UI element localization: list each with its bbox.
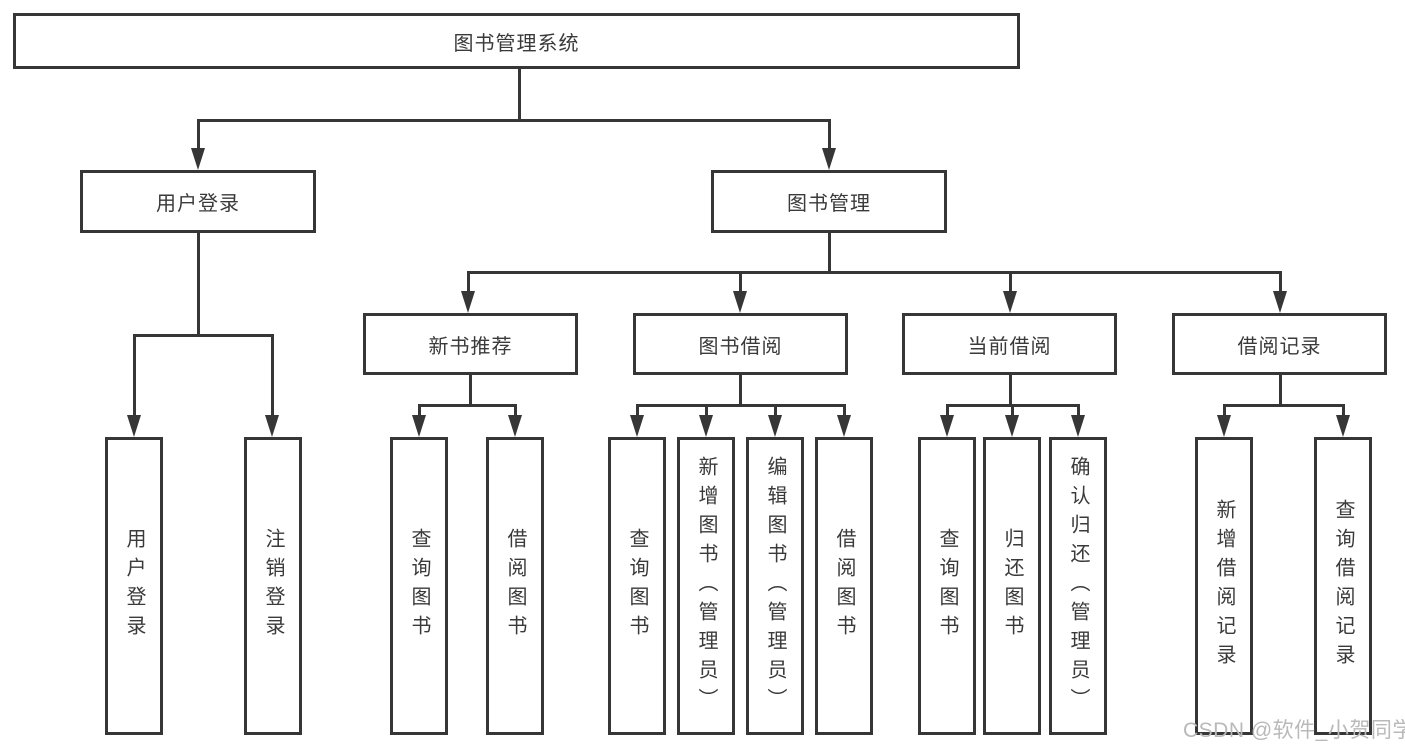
arrowhead-sec2-leaf4 <box>837 415 851 437</box>
arrowhead-book-borrow <box>733 291 747 313</box>
leaf-label: 借阅图书 <box>833 528 855 644</box>
connector-sec1-hbar <box>418 404 517 407</box>
arrowhead-book-management <box>822 148 836 170</box>
leaf-label: 注销登录 <box>262 528 284 644</box>
connector-sec1-drop2 <box>514 404 517 416</box>
connector-sec3-stem <box>1009 375 1012 407</box>
node-label: 当前借阅 <box>967 335 1052 358</box>
arrowhead-sec3-leaf1 <box>940 415 954 437</box>
arrowhead-borrow-records <box>1273 291 1287 313</box>
leaf-label: 查询图书 <box>936 528 958 644</box>
connector-user-login-hbar <box>133 334 274 337</box>
leaf-label: 查询图书 <box>408 528 430 644</box>
node-user-login: 用户登录 <box>80 170 316 233</box>
connector-drop-book-borrow <box>739 271 742 293</box>
arrowhead-current-borrow <box>1003 291 1017 313</box>
connector-sec2-drop1 <box>636 404 639 416</box>
leaf-add-books-admin: 新增图书（管理员） <box>677 437 735 735</box>
arrowhead-sec3-leaf2 <box>1005 415 1019 437</box>
leaf-query-books-recommend: 查询图书 <box>390 437 448 735</box>
leaf-add-borrow-record: 新增借阅记录 <box>1195 437 1253 735</box>
connector-sec3-drop1 <box>946 404 949 416</box>
arrowhead-logout-leaf <box>265 415 279 437</box>
arrowhead-sec4-leaf2 <box>1336 415 1350 437</box>
connector-sec1-drop1 <box>418 404 421 416</box>
arrowhead-new-book <box>461 291 475 313</box>
leaf-label: 查询借阅记录 <box>1332 499 1354 673</box>
arrowhead-sec3-leaf3 <box>1071 415 1085 437</box>
connector-book-mgmt-stem <box>828 233 831 274</box>
leaf-confirm-return-admin: 确认归还（管理员） <box>1049 437 1107 735</box>
connector-sec2-drop3 <box>774 404 777 416</box>
connector-sec4-drop1 <box>1223 404 1226 416</box>
leaf-borrow-books: 借阅图书 <box>815 437 873 735</box>
connector-sec2-stem <box>739 375 742 407</box>
connector-sec3-drop3 <box>1077 404 1080 416</box>
connector-sec4-hbar <box>1223 404 1345 407</box>
arrowhead-login-leaf <box>127 415 141 437</box>
leaf-label: 编辑图书（管理员） <box>764 455 786 717</box>
arrowhead-sec2-leaf1 <box>630 415 644 437</box>
leaf-logout: 注销登录 <box>244 437 302 735</box>
leaf-query-books-borrow: 查询图书 <box>608 437 666 735</box>
leaf-label: 新增图书（管理员） <box>695 455 717 717</box>
connector-sec4-stem <box>1279 375 1282 407</box>
leaf-label: 查询图书 <box>626 528 648 644</box>
arrowhead-sec1-leaf2 <box>508 415 522 437</box>
connector-sec4-drop2 <box>1342 404 1345 416</box>
leaf-query-books-current: 查询图书 <box>918 437 976 735</box>
connector-drop-user-login <box>197 119 200 152</box>
connector-sec3-drop2 <box>1011 404 1014 416</box>
leaf-label: 借阅图书 <box>504 528 526 644</box>
leaf-edit-books-admin: 编辑图书（管理员） <box>746 437 804 735</box>
node-label: 新书推荐 <box>428 335 513 358</box>
connector-drop-logout-leaf <box>271 334 274 416</box>
connector-sec2-drop4 <box>843 404 846 416</box>
connector-drop-borrow-records <box>1279 271 1282 293</box>
leaf-label: 确认归还（管理员） <box>1067 455 1089 717</box>
node-library-management-system: 图书管理系统 <box>13 13 1020 69</box>
node-book-management: 图书管理 <box>711 170 947 233</box>
connector-root-hbar <box>197 119 831 122</box>
node-borrowing-records: 借阅记录 <box>1172 313 1387 375</box>
arrowhead-user-login <box>191 148 205 170</box>
connector-book-mgmt-hbar <box>467 271 1282 274</box>
node-label: 图书管理 <box>787 193 871 215</box>
node-new-book-recommendation: 新书推荐 <box>363 313 578 375</box>
leaf-label: 归还图书 <box>1001 528 1023 644</box>
node-current-borrowing: 当前借阅 <box>902 313 1117 375</box>
leaf-label: 用户登录 <box>123 528 145 644</box>
arrowhead-sec1-leaf1 <box>412 415 426 437</box>
connector-sec2-hbar <box>636 404 846 407</box>
csdn-watermark: CSDN @软件_小贺同学 <box>1183 719 1405 742</box>
node-label: 图书管理系统 <box>453 32 580 55</box>
connector-drop-new-book <box>467 271 470 293</box>
leaf-query-borrow-record: 查询借阅记录 <box>1314 437 1372 735</box>
connector-drop-current-borrow <box>1009 271 1012 293</box>
connector-drop-book-management <box>828 119 831 152</box>
node-label: 借阅记录 <box>1237 335 1322 358</box>
node-label: 用户登录 <box>156 193 240 215</box>
arrowhead-sec2-leaf2 <box>699 415 713 437</box>
connector-user-login-stem <box>197 233 200 337</box>
leaf-return-books: 归还图书 <box>983 437 1041 735</box>
arrowhead-sec4-leaf1 <box>1217 415 1231 437</box>
node-book-borrowing: 图书借阅 <box>633 313 848 375</box>
leaf-label: 新增借阅记录 <box>1213 499 1235 673</box>
leaf-user-login: 用户登录 <box>105 437 163 735</box>
connector-root-stem <box>518 68 521 121</box>
leaf-borrow-books-recommend: 借阅图书 <box>486 437 544 735</box>
connector-drop-login-leaf <box>133 334 136 416</box>
node-label: 图书借阅 <box>698 335 783 358</box>
connector-sec1-stem <box>469 375 472 407</box>
arrowhead-sec2-leaf3 <box>768 415 782 437</box>
connector-sec2-drop2 <box>705 404 708 416</box>
